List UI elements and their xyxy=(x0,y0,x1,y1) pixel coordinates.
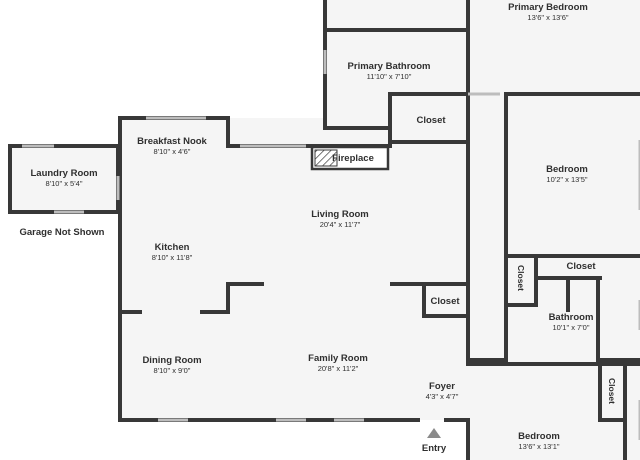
room-dimensions: 13'6" x 13'6" xyxy=(527,13,569,22)
room-name: Laundry Room xyxy=(30,168,98,179)
room-name: Bedroom xyxy=(518,431,560,442)
room-closet-primary: Closet xyxy=(416,115,445,126)
room-closet-vertical-right: Closet xyxy=(607,378,617,404)
room-dimensions: 20'4" x 11'7" xyxy=(319,220,361,229)
room-name: Closet xyxy=(566,261,596,272)
room-dimensions: 10'1" x 7'0" xyxy=(552,323,590,332)
room-dimensions: 13'6" x 13'1" xyxy=(518,442,560,451)
room-name: Primary Bedroom xyxy=(508,2,588,13)
room-name: Dining Room xyxy=(142,355,202,366)
room-primary-bathroom: Primary Bathroom 11'10" x 7'10" xyxy=(348,61,431,82)
floor-fills xyxy=(10,0,640,460)
note-text: Entry xyxy=(421,443,447,454)
room-closet-center: Closet xyxy=(430,296,459,307)
garage-note: Garage Not Shown xyxy=(20,227,105,238)
room-dimensions: 11'10" x 7'10" xyxy=(366,72,412,81)
room-closet-upper: Closet xyxy=(566,261,595,272)
room-name: Bathroom xyxy=(548,312,594,323)
room-dimensions: 8'10" x 11'8" xyxy=(151,253,193,262)
room-foyer: Foyer 4'3" x 4'7" xyxy=(426,381,459,402)
room-name: Primary Bathroom xyxy=(347,61,431,72)
room-bedroom-east: Bedroom 10'2" x 13'5" xyxy=(546,164,588,185)
room-name: Kitchen xyxy=(154,242,190,253)
room-closet-vertical-left: Closet xyxy=(516,265,526,291)
room-name: Breakfast Nook xyxy=(137,136,207,147)
room-kitchen: Kitchen 8'10" x 11'8" xyxy=(152,242,193,263)
entry-arrow-icon xyxy=(427,428,441,438)
entry-label: Entry xyxy=(422,443,446,454)
room-name: Closet xyxy=(416,115,446,126)
room-bedroom-south: Bedroom 13'6" x 13'1" xyxy=(518,431,560,452)
room-living-room: Living Room 20'4" x 11'7" xyxy=(311,209,369,230)
room-name: Family Room xyxy=(308,353,368,364)
room-name: Closet xyxy=(430,296,460,307)
room-name: Bedroom xyxy=(546,164,588,175)
room-breakfast-nook: Breakfast Nook 8'10" x 4'6" xyxy=(137,136,207,157)
room-name: Living Room xyxy=(311,209,369,220)
room-dining-room: Dining Room 8'10" x 9'0" xyxy=(142,355,201,376)
fireplace-label: Fireplace xyxy=(332,153,374,164)
room-dimensions: 8'10" x 4'6" xyxy=(153,147,191,156)
room-bathroom: Bathroom 10'1" x 7'0" xyxy=(549,312,594,333)
room-laundry: Laundry Room 8'10" x 5'4" xyxy=(30,168,97,189)
room-dimensions: 10'2" x 13'5" xyxy=(546,175,588,184)
note-text: Garage Not Shown xyxy=(19,227,105,238)
room-primary-bedroom: Primary Bedroom 13'6" x 13'6" xyxy=(508,2,588,23)
room-family-room: Family Room 20'8" x 11'2" xyxy=(308,353,368,374)
windows xyxy=(22,50,640,440)
room-dimensions: 8'10" x 9'0" xyxy=(153,366,191,375)
room-dimensions: 20'8" x 11'2" xyxy=(317,364,359,373)
room-name: Foyer xyxy=(429,381,455,392)
room-dimensions: 4'3" x 4'7" xyxy=(425,392,459,401)
room-dimensions: 8'10" x 5'4" xyxy=(45,179,83,188)
room-name: Fireplace xyxy=(332,153,374,164)
